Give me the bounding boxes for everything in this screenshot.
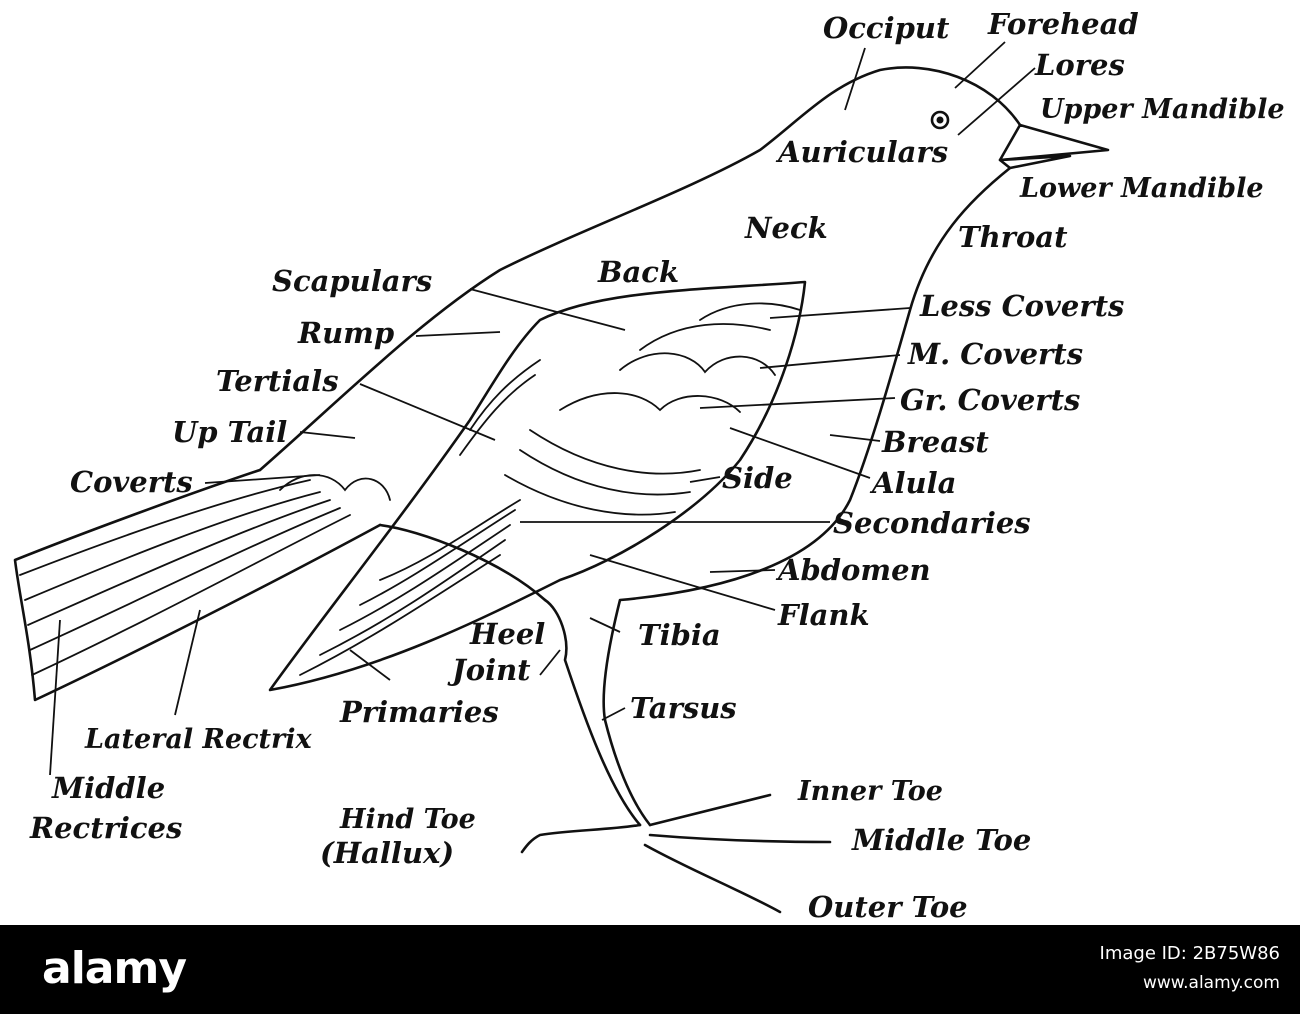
label-inner-toe: Inner Toe bbox=[797, 776, 943, 807]
label-tarsus: Tarsus bbox=[630, 691, 737, 725]
label-abdomen: Abdomen bbox=[775, 553, 931, 587]
label-rectrices: Rectrices bbox=[29, 811, 182, 845]
label-upper-mandible: Upper Mandible bbox=[1040, 94, 1285, 125]
label-neck: Neck bbox=[744, 211, 828, 245]
label-tertials: Tertials bbox=[216, 364, 339, 398]
label-hallux: (Hallux) bbox=[320, 836, 454, 870]
label-joint: Joint bbox=[447, 653, 531, 687]
label-auriculars: Auriculars bbox=[775, 135, 948, 169]
label-m-coverts: M. Coverts bbox=[907, 337, 1083, 371]
label-heel: Heel bbox=[469, 617, 545, 651]
label-scapulars: Scapulars bbox=[272, 264, 432, 298]
label-coverts: Coverts bbox=[70, 465, 193, 499]
label-middle-toe: Middle Toe bbox=[851, 823, 1031, 857]
label-up-tail: Up Tail bbox=[172, 415, 287, 449]
label-gr-coverts: Gr. Coverts bbox=[900, 383, 1080, 417]
label-lower-mandible: Lower Mandible bbox=[1019, 173, 1264, 204]
label-alula: Alula bbox=[869, 466, 956, 500]
watermark-url: www.alamy.com bbox=[1142, 973, 1280, 993]
bird-feet bbox=[520, 793, 832, 914]
tail-feathers bbox=[13, 468, 391, 702]
anatomy-labels: Occiput Forehead Lores Upper Mandible Au… bbox=[29, 7, 1285, 924]
label-tibia: Tibia bbox=[638, 618, 721, 652]
label-side: Side bbox=[722, 461, 793, 495]
label-secondaries: Secondaries bbox=[833, 506, 1031, 540]
watermark-bar: alamy Image ID: 2B75W86 www.alamy.com bbox=[0, 925, 1300, 1014]
bird-anatomy-diagram: Occiput Forehead Lores Upper Mandible Au… bbox=[13, 7, 1285, 924]
image-id: Image ID: 2B75W86 bbox=[1099, 943, 1280, 964]
label-occiput: Occiput bbox=[823, 11, 950, 45]
label-back: Back bbox=[597, 255, 679, 289]
label-primaries: Primaries bbox=[339, 695, 499, 729]
bird-outline bbox=[258, 66, 1110, 827]
alamy-logo: alamy bbox=[42, 943, 187, 994]
label-throat: Throat bbox=[958, 220, 1068, 254]
label-breast: Breast bbox=[881, 425, 989, 459]
leader-lines bbox=[49, 41, 1036, 776]
label-middle: Middle bbox=[51, 771, 165, 805]
label-forehead: Forehead bbox=[987, 7, 1139, 41]
label-rump: Rump bbox=[297, 316, 394, 350]
label-less-coverts: Less Coverts bbox=[919, 289, 1124, 323]
label-flank: Flank bbox=[777, 598, 870, 632]
label-lores: Lores bbox=[1034, 48, 1125, 82]
label-outer-toe: Outer Toe bbox=[808, 890, 968, 924]
wing bbox=[268, 280, 807, 692]
label-hind-toe: Hind Toe bbox=[339, 804, 476, 835]
label-lateral-rectrix: Lateral Rectrix bbox=[84, 724, 313, 755]
